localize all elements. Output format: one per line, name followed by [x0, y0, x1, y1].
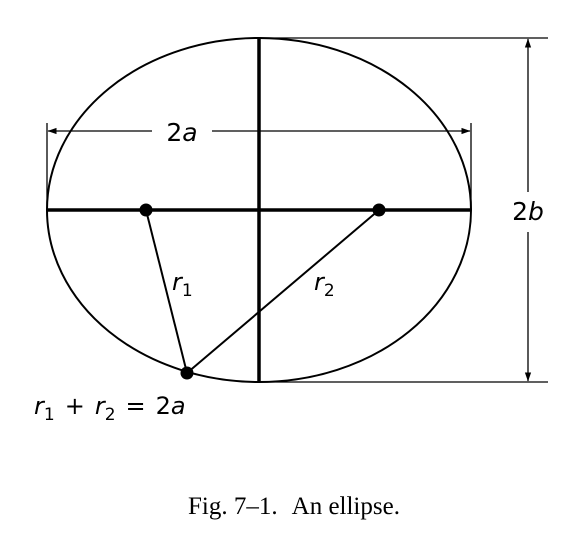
- ellipse-point: [180, 366, 194, 380]
- focus-right-point: [372, 203, 386, 217]
- figure-caption: Fig. 7–1.An ellipse.: [188, 493, 400, 520]
- major-axis-label: 2a: [166, 118, 197, 147]
- focus-left-point: [139, 203, 153, 217]
- ellipse-equation: r1+r2=2a: [34, 392, 186, 425]
- r1-label: r1: [172, 268, 193, 301]
- r2-line: [186, 209, 380, 374]
- r1-line: [145, 209, 188, 374]
- minor-axis-label: 2b: [512, 197, 544, 226]
- r2-label: r2: [314, 268, 335, 301]
